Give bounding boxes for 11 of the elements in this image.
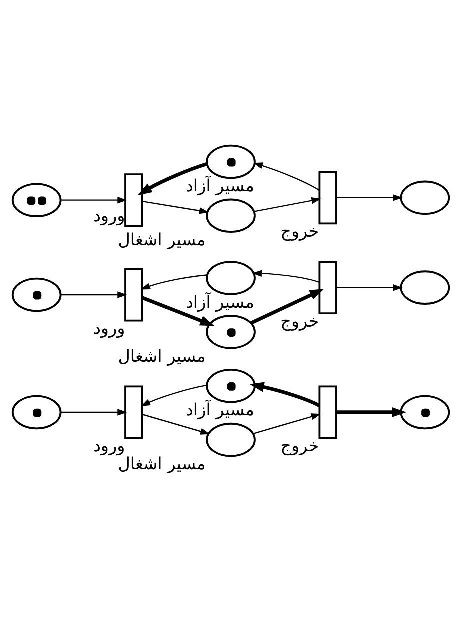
node-label: مسیر آزاد xyxy=(186,175,254,196)
node-label: خروج xyxy=(280,220,320,241)
node-label: خروج xyxy=(280,435,320,456)
node-label: ورود xyxy=(93,318,126,338)
node-label: مسیر اشغال xyxy=(118,345,206,366)
node-label: مسیر اشغال xyxy=(118,229,206,250)
node-label: مسیر آزاد xyxy=(186,291,254,312)
node-label: ورود xyxy=(93,205,126,226)
node-label: خروج xyxy=(280,310,320,331)
node-label: مسیر آزاد xyxy=(186,399,254,420)
node-label: ورود xyxy=(93,435,126,456)
